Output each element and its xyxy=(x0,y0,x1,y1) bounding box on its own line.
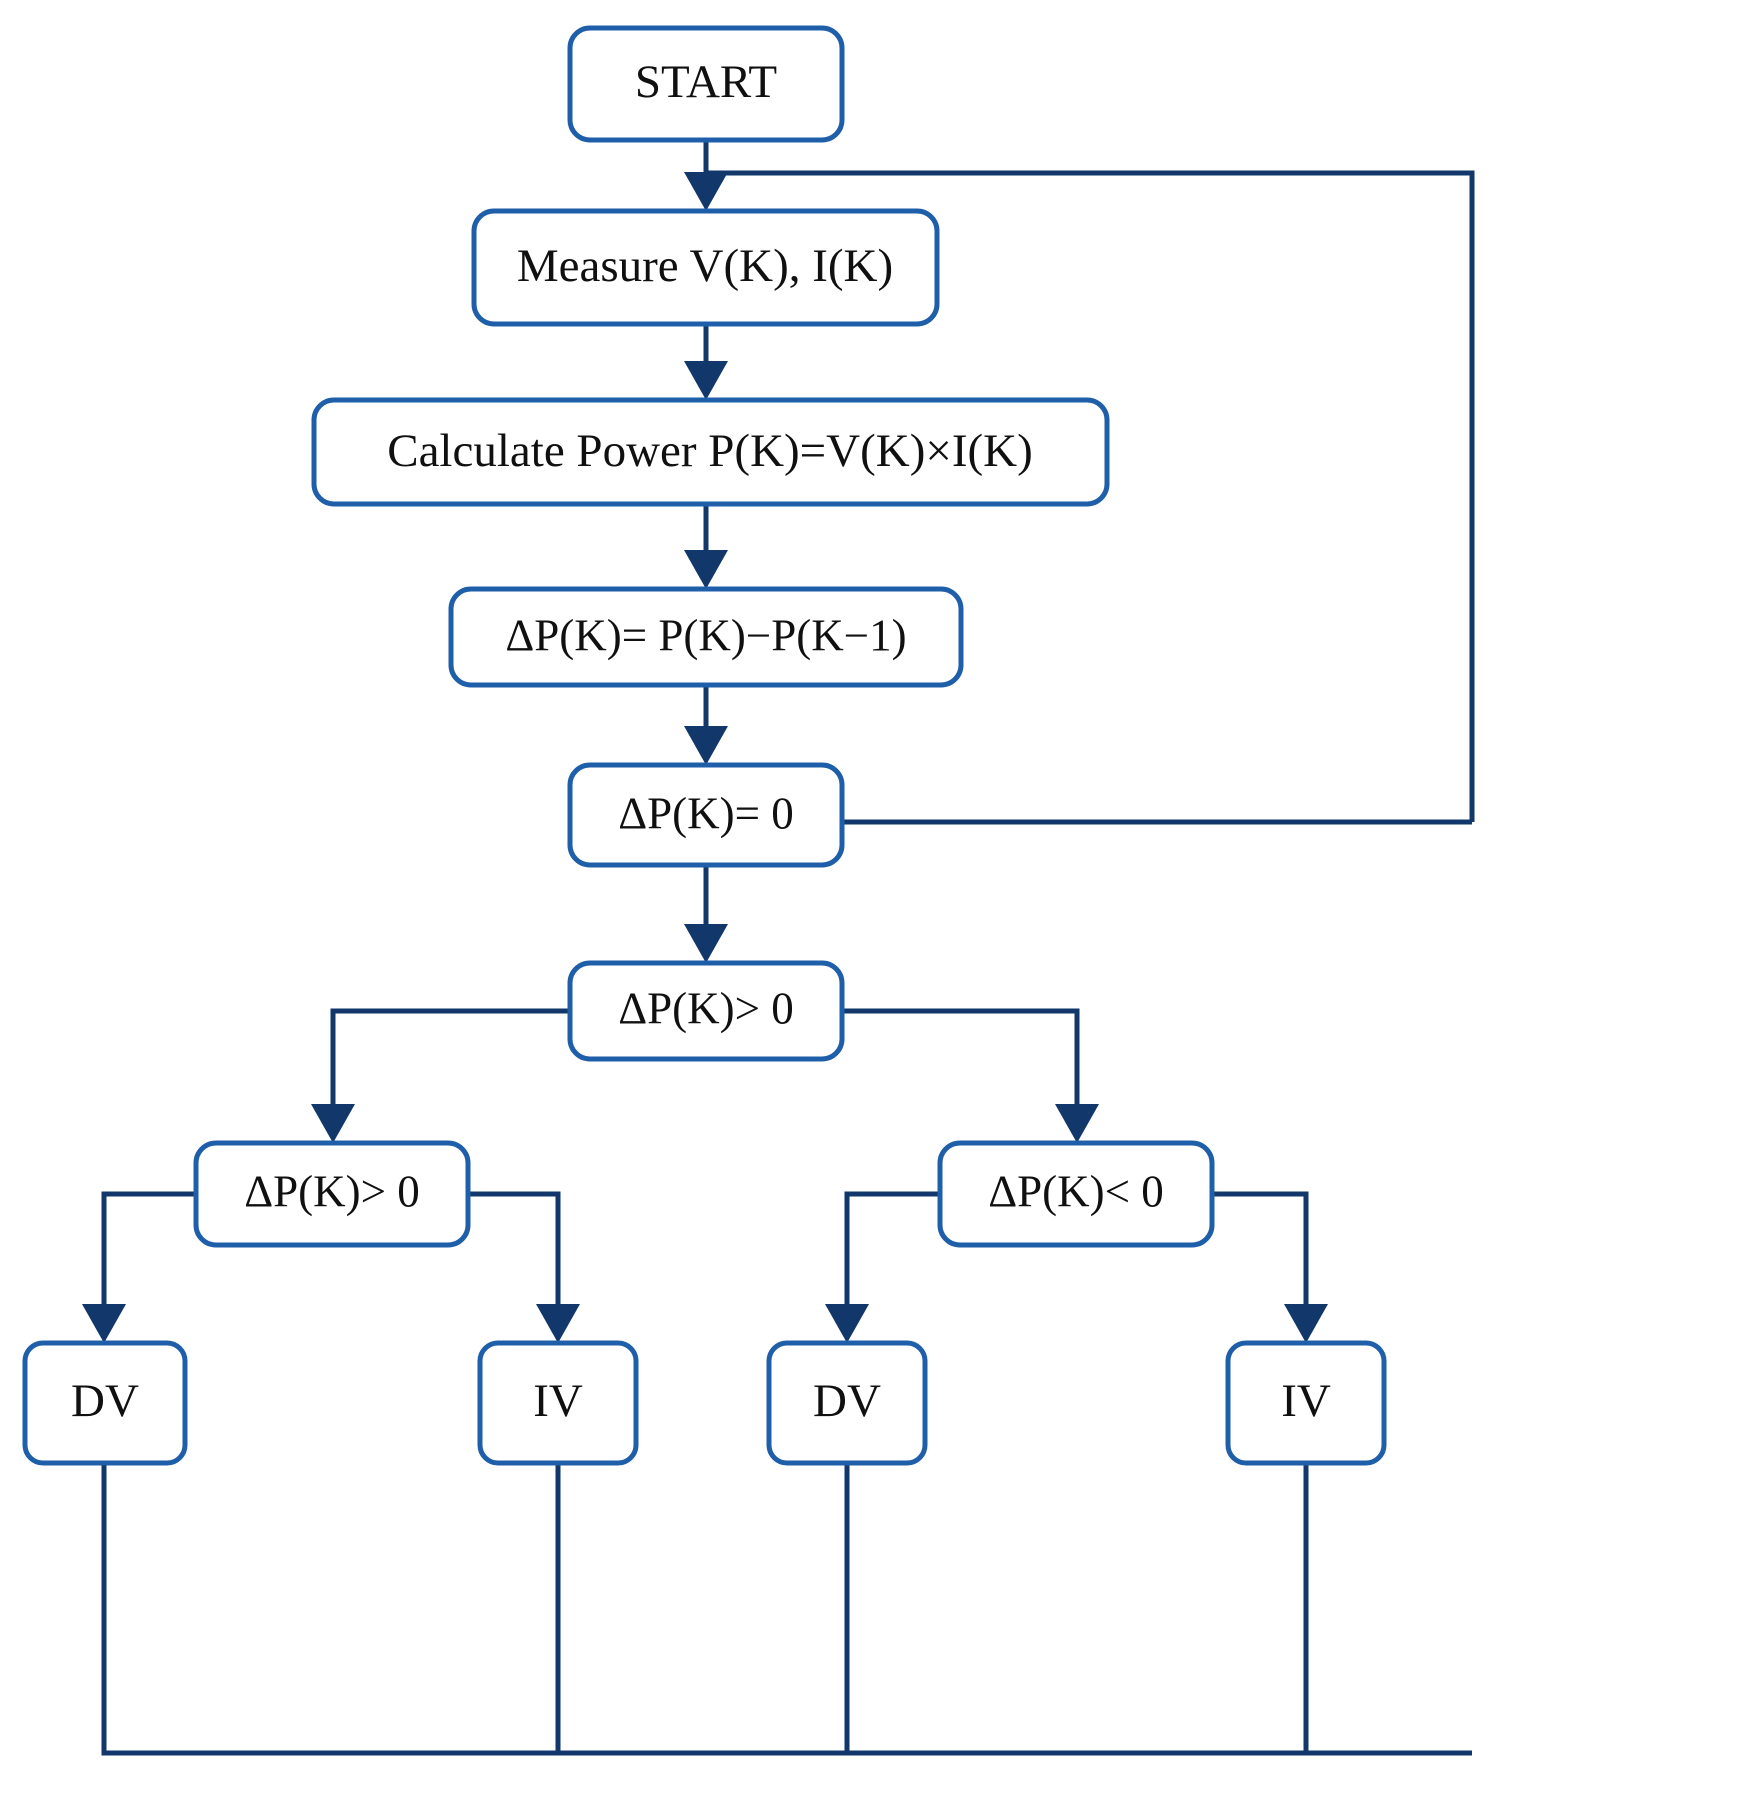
node-start-box[interactable] xyxy=(567,25,845,143)
node-delta-gt-zero-label: ΔP(K)> 0 xyxy=(618,983,794,1033)
node-delta-gt-zero-left-label: ΔP(K)> 0 xyxy=(244,1166,420,1216)
node-delta-gt-zero-left-box[interactable] xyxy=(193,1140,471,1248)
node-start-label: START xyxy=(635,56,777,108)
node-calculate-power[interactable]: Calculate Power P(K)=V(K)×I(K) xyxy=(311,397,1110,507)
node-calculate-power-box[interactable] xyxy=(311,397,1110,507)
edge-left-branch-to-dv xyxy=(82,1191,196,1343)
node-start[interactable]: START xyxy=(567,25,845,143)
node-measure[interactable]: Measure V(K), I(K) xyxy=(471,208,940,327)
node-measure-label: Measure V(K), I(K) xyxy=(517,240,893,292)
node-dv-right[interactable]: DV xyxy=(766,1340,928,1466)
edge-gt0-to-right-branch xyxy=(842,1008,1099,1143)
edge-right-branch-to-iv xyxy=(1212,1191,1328,1343)
node-delta-lt-zero-right[interactable]: ΔP(K)< 0 xyxy=(937,1140,1215,1248)
node-delta-gt-zero-box[interactable] xyxy=(567,960,845,1062)
edge-left-branch-to-iv xyxy=(468,1191,580,1343)
edge-right-branch-to-dv xyxy=(825,1191,940,1343)
edge-delta-to-eq0 xyxy=(684,685,728,765)
node-delta-gt-zero-left[interactable]: ΔP(K)> 0 xyxy=(193,1140,471,1248)
edge-measure-to-calc xyxy=(684,324,728,400)
node-iv-right-box[interactable] xyxy=(1225,1340,1387,1466)
edge-gt0-to-left-branch xyxy=(311,1008,570,1143)
node-delta-gt-zero[interactable]: ΔP(K)> 0 xyxy=(567,960,845,1062)
node-dv-left-box[interactable] xyxy=(22,1340,188,1466)
node-delta-power[interactable]: ΔP(K)= P(K)−P(K−1) xyxy=(448,586,964,688)
node-iv-left-label: IV xyxy=(533,1375,583,1427)
node-measure-box[interactable] xyxy=(471,208,940,327)
edge-start-feedback-loop xyxy=(706,170,1475,822)
node-dv-left[interactable]: DV xyxy=(22,1340,188,1466)
node-delta-lt-zero-right-box[interactable] xyxy=(937,1140,1215,1248)
edge-dv-left-to-bus xyxy=(101,1463,1472,1756)
node-delta-eq-zero-label: ΔP(K)= 0 xyxy=(618,788,794,838)
node-dv-right-label: DV xyxy=(813,1375,881,1427)
node-delta-eq-zero[interactable]: ΔP(K)= 0 xyxy=(567,762,845,868)
edge-eq0-to-gt0 xyxy=(684,865,728,963)
node-delta-power-box[interactable] xyxy=(448,586,964,688)
node-iv-right[interactable]: IV xyxy=(1225,1340,1387,1466)
node-dv-left-label: DV xyxy=(71,1375,139,1427)
node-iv-right-label: IV xyxy=(1281,1375,1331,1427)
node-delta-power-label: ΔP(K)= P(K)−P(K−1) xyxy=(505,610,906,660)
node-delta-lt-zero-right-label: ΔP(K)< 0 xyxy=(988,1166,1164,1216)
edge-calc-to-delta xyxy=(684,504,728,589)
node-dv-right-box[interactable] xyxy=(766,1340,928,1466)
node-calculate-power-label: Calculate Power P(K)=V(K)×I(K) xyxy=(387,425,1033,477)
connector-layer xyxy=(82,140,1475,1756)
node-delta-eq-zero-box[interactable] xyxy=(567,762,845,868)
node-iv-left-box[interactable] xyxy=(477,1340,639,1466)
node-iv-left[interactable]: IV xyxy=(477,1340,639,1466)
